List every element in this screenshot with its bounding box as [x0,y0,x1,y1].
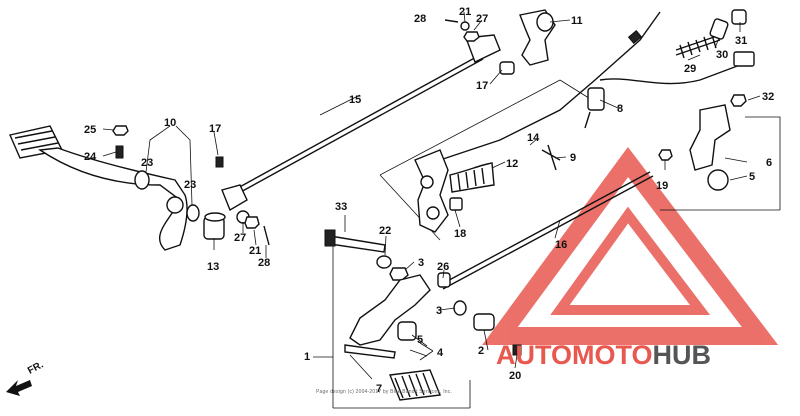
harness-wire [599,64,741,85]
spring-12 [449,162,495,193]
callout-33: 33 [335,201,347,213]
pedal-arm [38,147,188,251]
callout-5a: 5 [417,334,423,346]
bracket-lever-18 [414,149,449,233]
callout-21a: 21 [459,6,471,18]
callout-23b: 23 [184,179,196,191]
bolt-32 [730,94,747,107]
callout-27a: 27 [476,13,488,25]
brake-pedal [9,125,188,251]
callout-15: 15 [349,94,361,106]
callout-17b: 17 [476,80,488,92]
nut-25 [112,125,129,136]
callout-6: 6 [766,157,772,169]
callout-9: 9 [570,152,576,164]
callout-2: 2 [478,345,484,357]
bushing-5 [397,321,417,341]
callout-14: 14 [527,132,540,144]
cable-14 [439,11,661,161]
bolt-17-left [215,156,224,168]
callout-19: 19 [656,180,668,192]
washer-22 [376,255,392,269]
callout-7: 7 [376,383,382,395]
callout-32: 32 [762,91,774,103]
callout-4: 4 [437,347,444,359]
callout-28a: 28 [414,13,426,25]
leader-lines [102,11,761,380]
switch-8 [587,87,605,111]
rod-15 [224,54,481,196]
callout-27b: 27 [234,232,246,244]
connector-31 [733,51,755,67]
pin-30 [709,18,729,40]
rod-16 [439,171,651,286]
pin-28-top [444,19,459,23]
watermark-triangle [482,146,779,345]
copyright-notice: Page design (c) 2004-2017 by Bike Bandit… [316,389,453,395]
rod-joint-left [221,184,248,212]
pin-7 [344,344,396,359]
callout-25: 25 [84,124,96,136]
nut-3-lower [453,300,467,316]
callout-10: 10 [164,117,176,129]
callout-3b: 3 [436,305,442,317]
callout-12: 12 [506,158,518,170]
callout-5b: 5 [749,171,755,183]
callout-26: 26 [437,261,449,273]
watermark-text: AUTOMOTOHUB [496,340,711,370]
callout-29: 29 [684,63,696,75]
group-frame-bottom [332,240,471,409]
watermark-logo [482,146,779,345]
arm-6 [689,104,731,171]
callout-30: 30 [716,49,728,61]
callout-16: 16 [555,239,567,251]
callout-8: 8 [617,103,623,115]
washer-23b [186,204,200,222]
lever-arm-1 [349,274,431,346]
callout-11: 11 [571,15,583,27]
callout-1: 1 [304,351,310,363]
callout-31: 31 [735,35,747,47]
collar-26 [437,272,451,288]
cotter-pin-28-left [263,225,270,246]
front-direction-arrow-icon [6,380,32,396]
joint-2 [473,313,495,331]
callout-22: 22 [379,225,391,237]
rod-joint-right [465,34,501,63]
bolt-24 [115,145,124,159]
callout-21b: 21 [249,245,261,257]
group-frame-right [660,116,781,211]
watermark-inner-triangle [550,206,711,315]
callout-17a: 17 [209,123,221,135]
spring-9 [541,144,561,171]
callout-20: 20 [509,370,521,382]
callout-28b: 28 [258,257,270,269]
bolt-33 [329,235,386,253]
callout-23a: 23 [141,157,153,169]
bolt-17-top [499,61,515,75]
washer-23 [134,170,150,190]
callout-3a: 3 [418,257,424,269]
callout-24: 24 [84,151,97,163]
callout-18: 18 [454,228,466,240]
callout-13: 13 [207,261,219,273]
